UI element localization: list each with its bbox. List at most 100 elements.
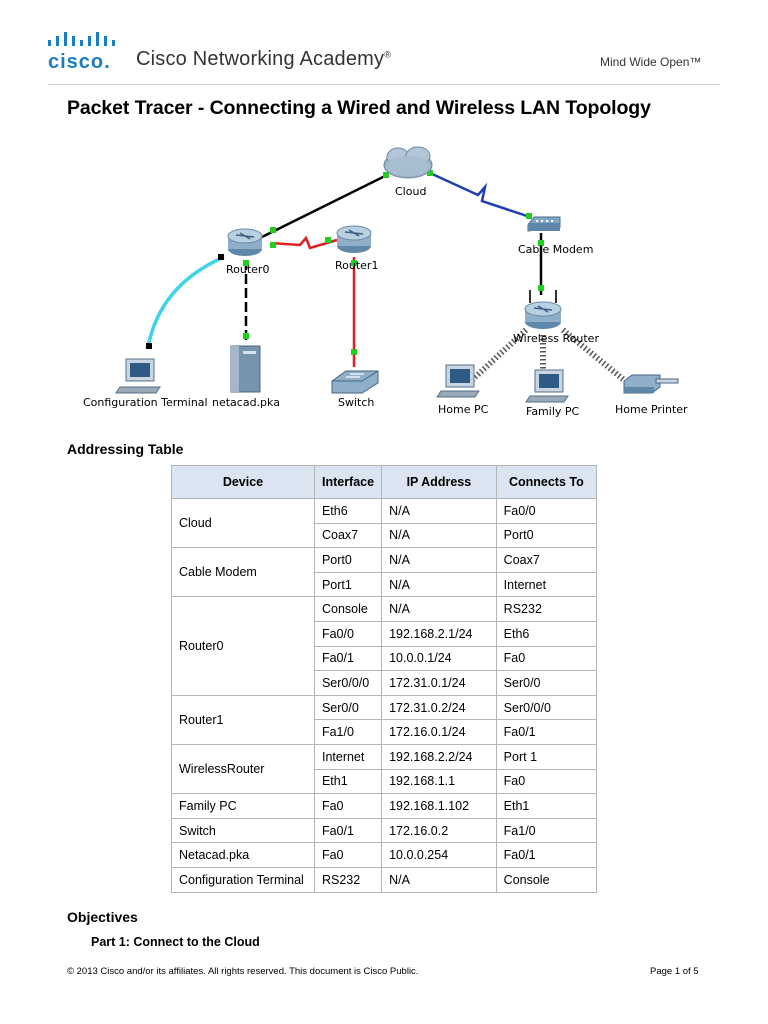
- cell-ip-address: N/A: [381, 866, 497, 893]
- label-config-terminal: Configuration Terminal: [83, 396, 208, 409]
- cell-ip-address: 192.168.2.1/24: [381, 620, 497, 647]
- cisco-bridge-logo-icon: [48, 32, 115, 46]
- wireless-router-icon: [524, 290, 562, 329]
- cell-ip-address: 10.0.0.1/24: [381, 645, 497, 672]
- column-header-ip-address: IP Address: [381, 465, 497, 499]
- cell-ip-address: 192.168.1.102: [381, 793, 497, 819]
- cell-connects-to: Ser0/0: [495, 670, 598, 696]
- footer-page-number: Page 1 of 5: [650, 966, 699, 977]
- cloud-icon: [383, 146, 433, 179]
- cell-interface: Ser0/0: [313, 694, 383, 721]
- cell-interface: Fa0/1: [313, 817, 383, 844]
- router1-icon: [336, 225, 372, 253]
- footer-copyright: © 2013 Cisco and/or its affiliates. All …: [67, 966, 419, 977]
- cell-ip-address: 172.31.0.1/24: [381, 670, 497, 696]
- objectives-heading: Objectives: [67, 909, 138, 925]
- label-switch: Switch: [338, 396, 374, 409]
- cell-device: WirelessRouter: [171, 743, 315, 795]
- cell-connects-to: Eth6: [495, 620, 598, 647]
- cell-ip-address: N/A: [381, 498, 497, 524]
- family-pc-icon: [525, 369, 569, 403]
- config-terminal-icon: [115, 358, 161, 394]
- link-router0-terminal: [146, 255, 225, 348]
- cell-device: Family PC: [171, 793, 315, 819]
- cell-device: Cloud: [171, 497, 315, 549]
- cell-interface: Fa1/0: [313, 719, 383, 745]
- server-icon: [230, 345, 261, 393]
- cell-device: Router1: [171, 694, 315, 745]
- cell-interface: Eth1: [313, 768, 383, 795]
- cell-interface: Fa0/0: [313, 620, 383, 647]
- cell-connects-to: Ser0/0/0: [495, 694, 598, 721]
- cell-interface: Port0: [313, 547, 383, 573]
- label-home-pc: Home PC: [438, 403, 489, 416]
- cell-interface: Ser0/0/0: [313, 670, 383, 696]
- links: [146, 171, 626, 383]
- link-router0-router1: [269, 235, 338, 250]
- home-pc-icon: [436, 364, 480, 398]
- cell-interface: Internet: [313, 743, 383, 770]
- link-status-dots: [243, 170, 544, 355]
- label-cloud: Cloud: [395, 185, 426, 198]
- cell-ip-address: 192.168.2.2/24: [381, 743, 497, 770]
- cell-ip-address: 172.31.0.2/24: [381, 694, 497, 721]
- label-home-printer: Home Printer: [615, 403, 688, 416]
- column-header-device: Device: [171, 465, 315, 499]
- cell-connects-to: Fa0/0: [495, 498, 598, 524]
- cell-interface: Coax7: [313, 522, 383, 549]
- header-divider: [48, 84, 720, 85]
- cell-ip-address: N/A: [381, 571, 497, 598]
- link-cloud-cable-modem: [429, 171, 531, 219]
- column-header-interface: Interface: [313, 465, 383, 499]
- cell-connects-to: RS232: [495, 596, 598, 622]
- network-topology-diagram: Cloud Cable Modem Router0 Router1: [0, 135, 768, 435]
- switch-icon: [331, 370, 379, 394]
- cell-connects-to: Fa0: [495, 768, 598, 795]
- objective-part-1: Part 1: Connect to the Cloud: [91, 935, 260, 949]
- cell-ip-address: 172.16.0.2: [381, 817, 497, 844]
- cell-device: Netacad.pka: [171, 842, 315, 868]
- cell-ip-address: 10.0.0.254: [381, 842, 497, 868]
- cisco-wordmark: cisco.: [48, 51, 111, 73]
- cell-ip-address: 192.168.1.1: [381, 768, 497, 795]
- cell-device: Switch: [171, 817, 315, 844]
- cell-device: Router0: [171, 596, 315, 696]
- cell-ip-address: N/A: [381, 522, 497, 549]
- wireless-link-printer: [561, 327, 626, 383]
- cell-connects-to: Coax7: [495, 547, 598, 573]
- cell-ip-address: 172.16.0.1/24: [381, 719, 497, 745]
- cell-interface: Console: [313, 596, 383, 622]
- router0-icon: [227, 228, 263, 256]
- cell-connects-to: Eth1: [495, 793, 598, 819]
- cell-device: Configuration Terminal: [171, 866, 315, 893]
- label-cable-modem: Cable Modem: [518, 243, 593, 256]
- academy-name: Cisco Networking Academy®: [136, 48, 392, 70]
- cell-interface: Port1: [313, 571, 383, 598]
- cell-ip-address: N/A: [381, 547, 497, 573]
- cell-connects-to: Fa0: [495, 645, 598, 672]
- addressing-table: Device Interface IP Address Connects To …: [171, 465, 598, 893]
- cell-connects-to: Fa1/0: [495, 817, 598, 844]
- page-header: cisco. Cisco Networking Academy® Mind Wi…: [0, 0, 768, 90]
- cell-interface: Eth6: [313, 498, 383, 524]
- link-cloud-router0: [261, 173, 388, 239]
- cell-interface: Fa0: [313, 842, 383, 868]
- cell-interface: Fa0: [313, 793, 383, 819]
- document-title: Packet Tracer - Connecting a Wired and W…: [67, 97, 651, 119]
- label-family-pc: Family PC: [526, 405, 580, 418]
- console-dots: [146, 254, 224, 349]
- label-netacad: netacad.pka: [212, 396, 280, 409]
